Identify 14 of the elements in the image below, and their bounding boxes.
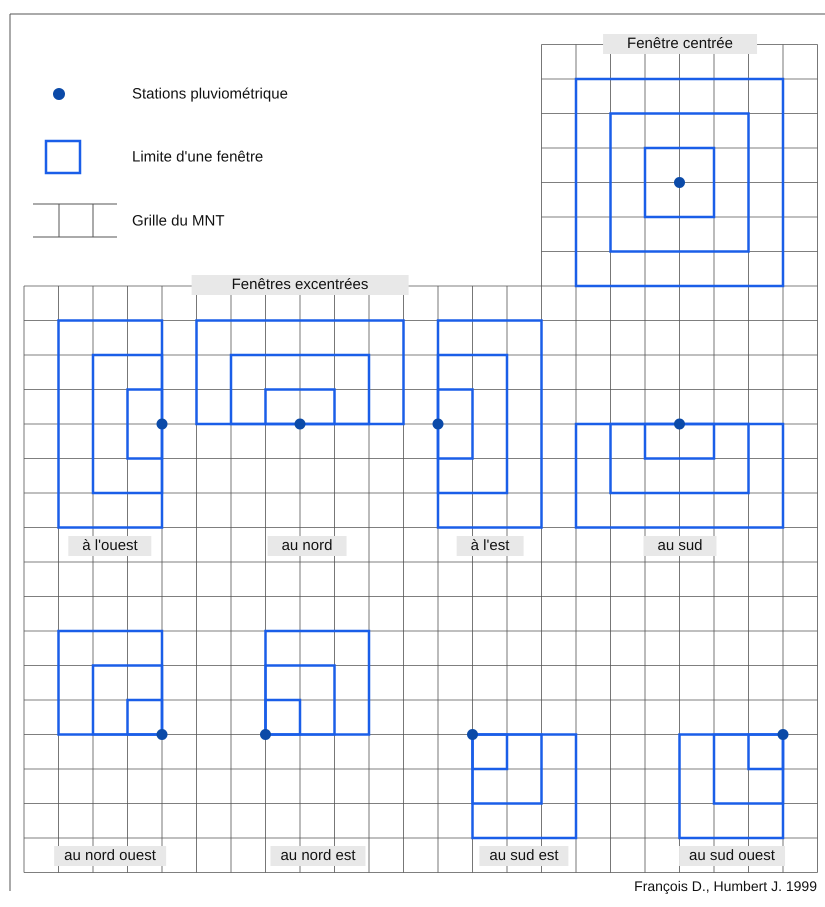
window-label: au nord ouest <box>54 846 166 866</box>
window-label: au nord <box>268 536 346 556</box>
window-label: Fenêtre centrée <box>603 34 757 54</box>
legend-text: Limite d'une fenêtre <box>132 148 264 166</box>
window-label: Fenêtres excentrées <box>192 275 408 295</box>
window-label: au sud est <box>479 846 569 866</box>
window-label: au sud ouest <box>679 846 785 866</box>
window-label: à l'ouest <box>68 536 152 556</box>
legend-text: Stations pluviométrique <box>132 86 288 102</box>
window-label: à l'est <box>456 536 524 556</box>
legend-text: Grille du MNT <box>132 212 225 230</box>
window-label: au nord est <box>270 846 366 866</box>
window-label: au sud <box>643 536 717 556</box>
source-credit: François D., Humbert J. 1999 <box>634 878 817 894</box>
